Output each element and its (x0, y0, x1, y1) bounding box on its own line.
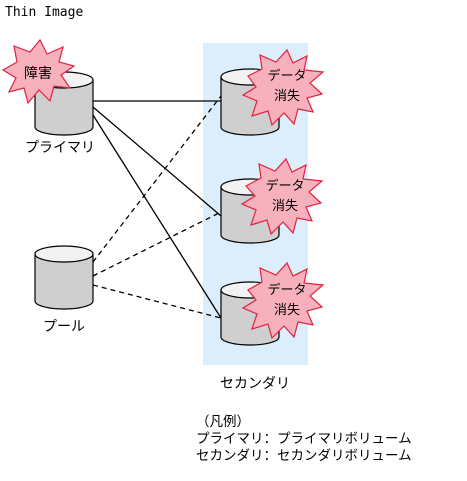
primary-label: プライマリ (25, 140, 95, 156)
secondary-3-data-loss-burst (241, 261, 325, 340)
primary-to-secondary-2-line (92, 106, 222, 217)
pool-volume-cylinder (34, 245, 94, 310)
secondary-1-data-loss-burst (241, 48, 325, 127)
secondary-label: セカンダリ (220, 376, 290, 392)
primary-connectors (92, 100, 222, 319)
secondary-2-data-loss-burst (240, 157, 324, 236)
pool-to-secondary-2-line (92, 211, 222, 277)
primary-failure-burst (1, 38, 76, 105)
secondary-2-burst-line2: 消失 (272, 199, 298, 214)
diagram-title: Thin Image (5, 5, 84, 20)
pool-label: プール (43, 319, 85, 335)
legend-row-secondary: セカンダリ：セカンダリボリューム (196, 448, 412, 464)
legend: （凡例） プライマリ：プライマリボリューム セカンダリ：セカンダリボリューム (196, 414, 412, 465)
primary-to-secondary-3-line (92, 114, 222, 319)
secondary-2-burst-line1: データ (265, 178, 304, 194)
secondary-1-burst-line2: 消失 (274, 89, 300, 104)
pool-to-secondary-3-line (92, 284, 222, 319)
primary-burst-label: 障害 (24, 66, 52, 82)
legend-heading: （凡例） (196, 414, 250, 430)
pool-connectors (92, 95, 222, 319)
legend-row-primary: プライマリ：プライマリボリューム (196, 431, 412, 447)
pool-to-secondary-1-line (92, 95, 222, 263)
secondary-1-burst-line1: データ (267, 68, 306, 84)
secondary-3-burst-line2: 消失 (274, 303, 300, 318)
secondary-3-burst-line1: データ (267, 282, 306, 298)
